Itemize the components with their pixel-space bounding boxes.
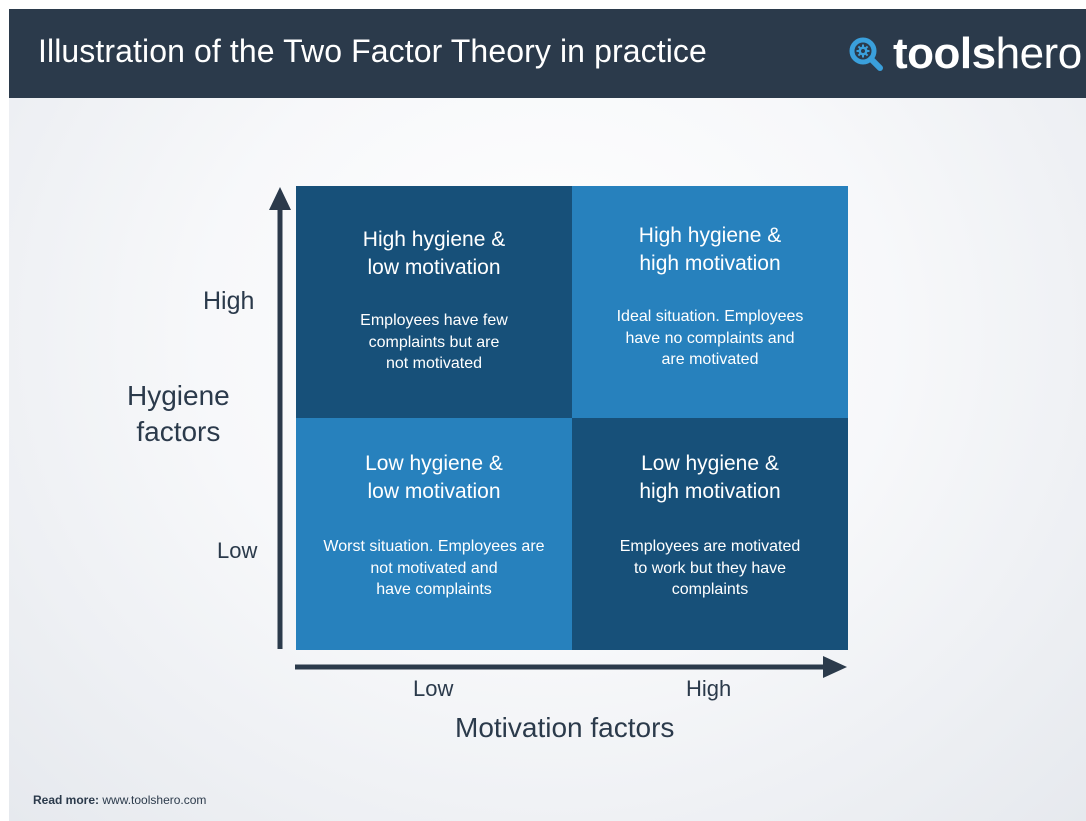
quadrant-low-hygiene-high-motivation: Low hygiene & high motivation Employees … xyxy=(572,418,848,650)
read-more-link[interactable]: www.toolshero.com xyxy=(102,793,207,807)
x-axis-arrow xyxy=(295,656,847,678)
x-axis-low-label: Low xyxy=(413,676,454,701)
quadrant-description: Employees are motivated to work but they… xyxy=(619,538,801,598)
axes xyxy=(269,187,847,678)
read-more-label: Read more: xyxy=(33,793,100,807)
quadrant-description: Employees have few complaints but are no… xyxy=(360,312,508,372)
quadrant-high-hygiene-low-motivation: High hygiene & low motivation Employees … xyxy=(296,186,572,418)
slide: Illustration of the Two Factor Theory in… xyxy=(9,9,1086,821)
quadrant-title: High hygiene & high motivation xyxy=(638,224,782,275)
logo-text-light: hero xyxy=(995,29,1083,78)
y-axis-title: Hygiene factors xyxy=(127,380,230,447)
logo-text-bold: tools xyxy=(893,29,996,78)
read-more-footer: Read more: www.toolshero.com xyxy=(33,793,206,807)
quadrant-title: Low hygiene & low motivation xyxy=(365,452,503,503)
quadrant-high-hygiene-high-motivation: High hygiene & high motivation Ideal sit… xyxy=(572,186,848,418)
quadrant-description: Ideal situation. Employees have no compl… xyxy=(616,308,804,368)
quadrant-low-hygiene-low-motivation: Low hygiene & low motivation Worst situa… xyxy=(296,418,572,650)
magnifier-gear-icon xyxy=(849,37,883,71)
y-axis-low-label: Low xyxy=(217,538,258,563)
header-bar: Illustration of the Two Factor Theory in… xyxy=(9,9,1086,98)
x-axis-high-label: High xyxy=(686,676,732,701)
y-axis-high-label: High xyxy=(203,287,255,315)
quadrant-description: Worst situation. Employees are not motiv… xyxy=(323,538,545,598)
quadrant-title: High hygiene & low motivation xyxy=(362,228,506,279)
y-axis-arrow xyxy=(269,187,291,649)
x-axis-title: Motivation factors xyxy=(455,712,675,743)
quadrant-title: Low hygiene & high motivation xyxy=(639,452,781,503)
page-title: Illustration of the Two Factor Theory in… xyxy=(38,33,707,69)
